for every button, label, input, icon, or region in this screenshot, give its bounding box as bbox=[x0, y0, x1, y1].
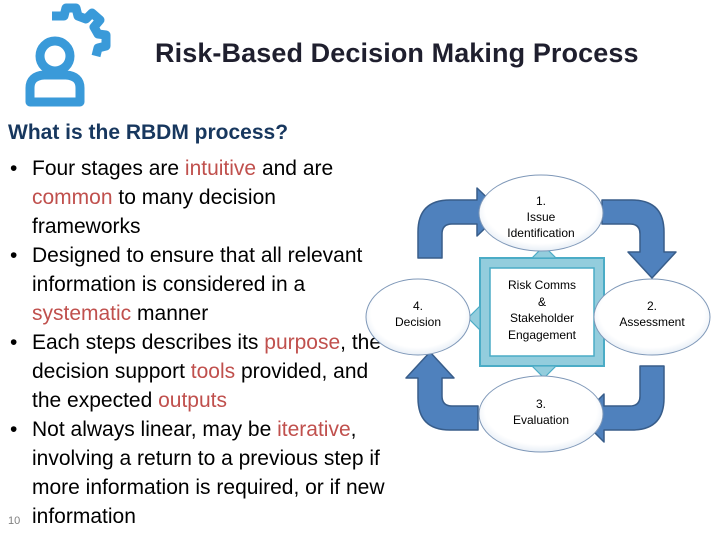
bullet-item: •Each steps describes its purpose, the d… bbox=[10, 331, 382, 412]
page-title: Risk-Based Decision Making Process bbox=[155, 38, 639, 68]
node-issue-label: 1. Issue Identification bbox=[507, 194, 575, 240]
bullet-item: •Designed to ensure that all relevant in… bbox=[10, 244, 363, 325]
person-gear-icon bbox=[25, 3, 111, 107]
bullet-item: •Not always linear, may be iterative, in… bbox=[10, 418, 385, 528]
node-decision bbox=[365, 278, 471, 356]
node-assessment-label: 2. Assessment bbox=[619, 299, 685, 329]
node-evaluation bbox=[478, 375, 604, 453]
page-number: 10 bbox=[8, 515, 21, 527]
node-assessment bbox=[593, 278, 711, 356]
bullet-list: •Four stages are intuitive and are commo… bbox=[10, 154, 390, 531]
node-issue bbox=[478, 174, 604, 252]
center-label: Risk Comms & Stakeholder Engagement bbox=[507, 278, 577, 342]
node-evaluation-label: 3. Evaluation bbox=[512, 397, 570, 427]
bullet-item: •Four stages are intuitive and are commo… bbox=[10, 157, 334, 238]
arrow-evaluation-to-decision bbox=[405, 351, 479, 431]
node-decision-label: 4. Decision bbox=[394, 299, 442, 329]
section-subtitle: What is the RBDM process? bbox=[8, 121, 289, 144]
arrow-issue-to-assessment bbox=[601, 199, 677, 279]
